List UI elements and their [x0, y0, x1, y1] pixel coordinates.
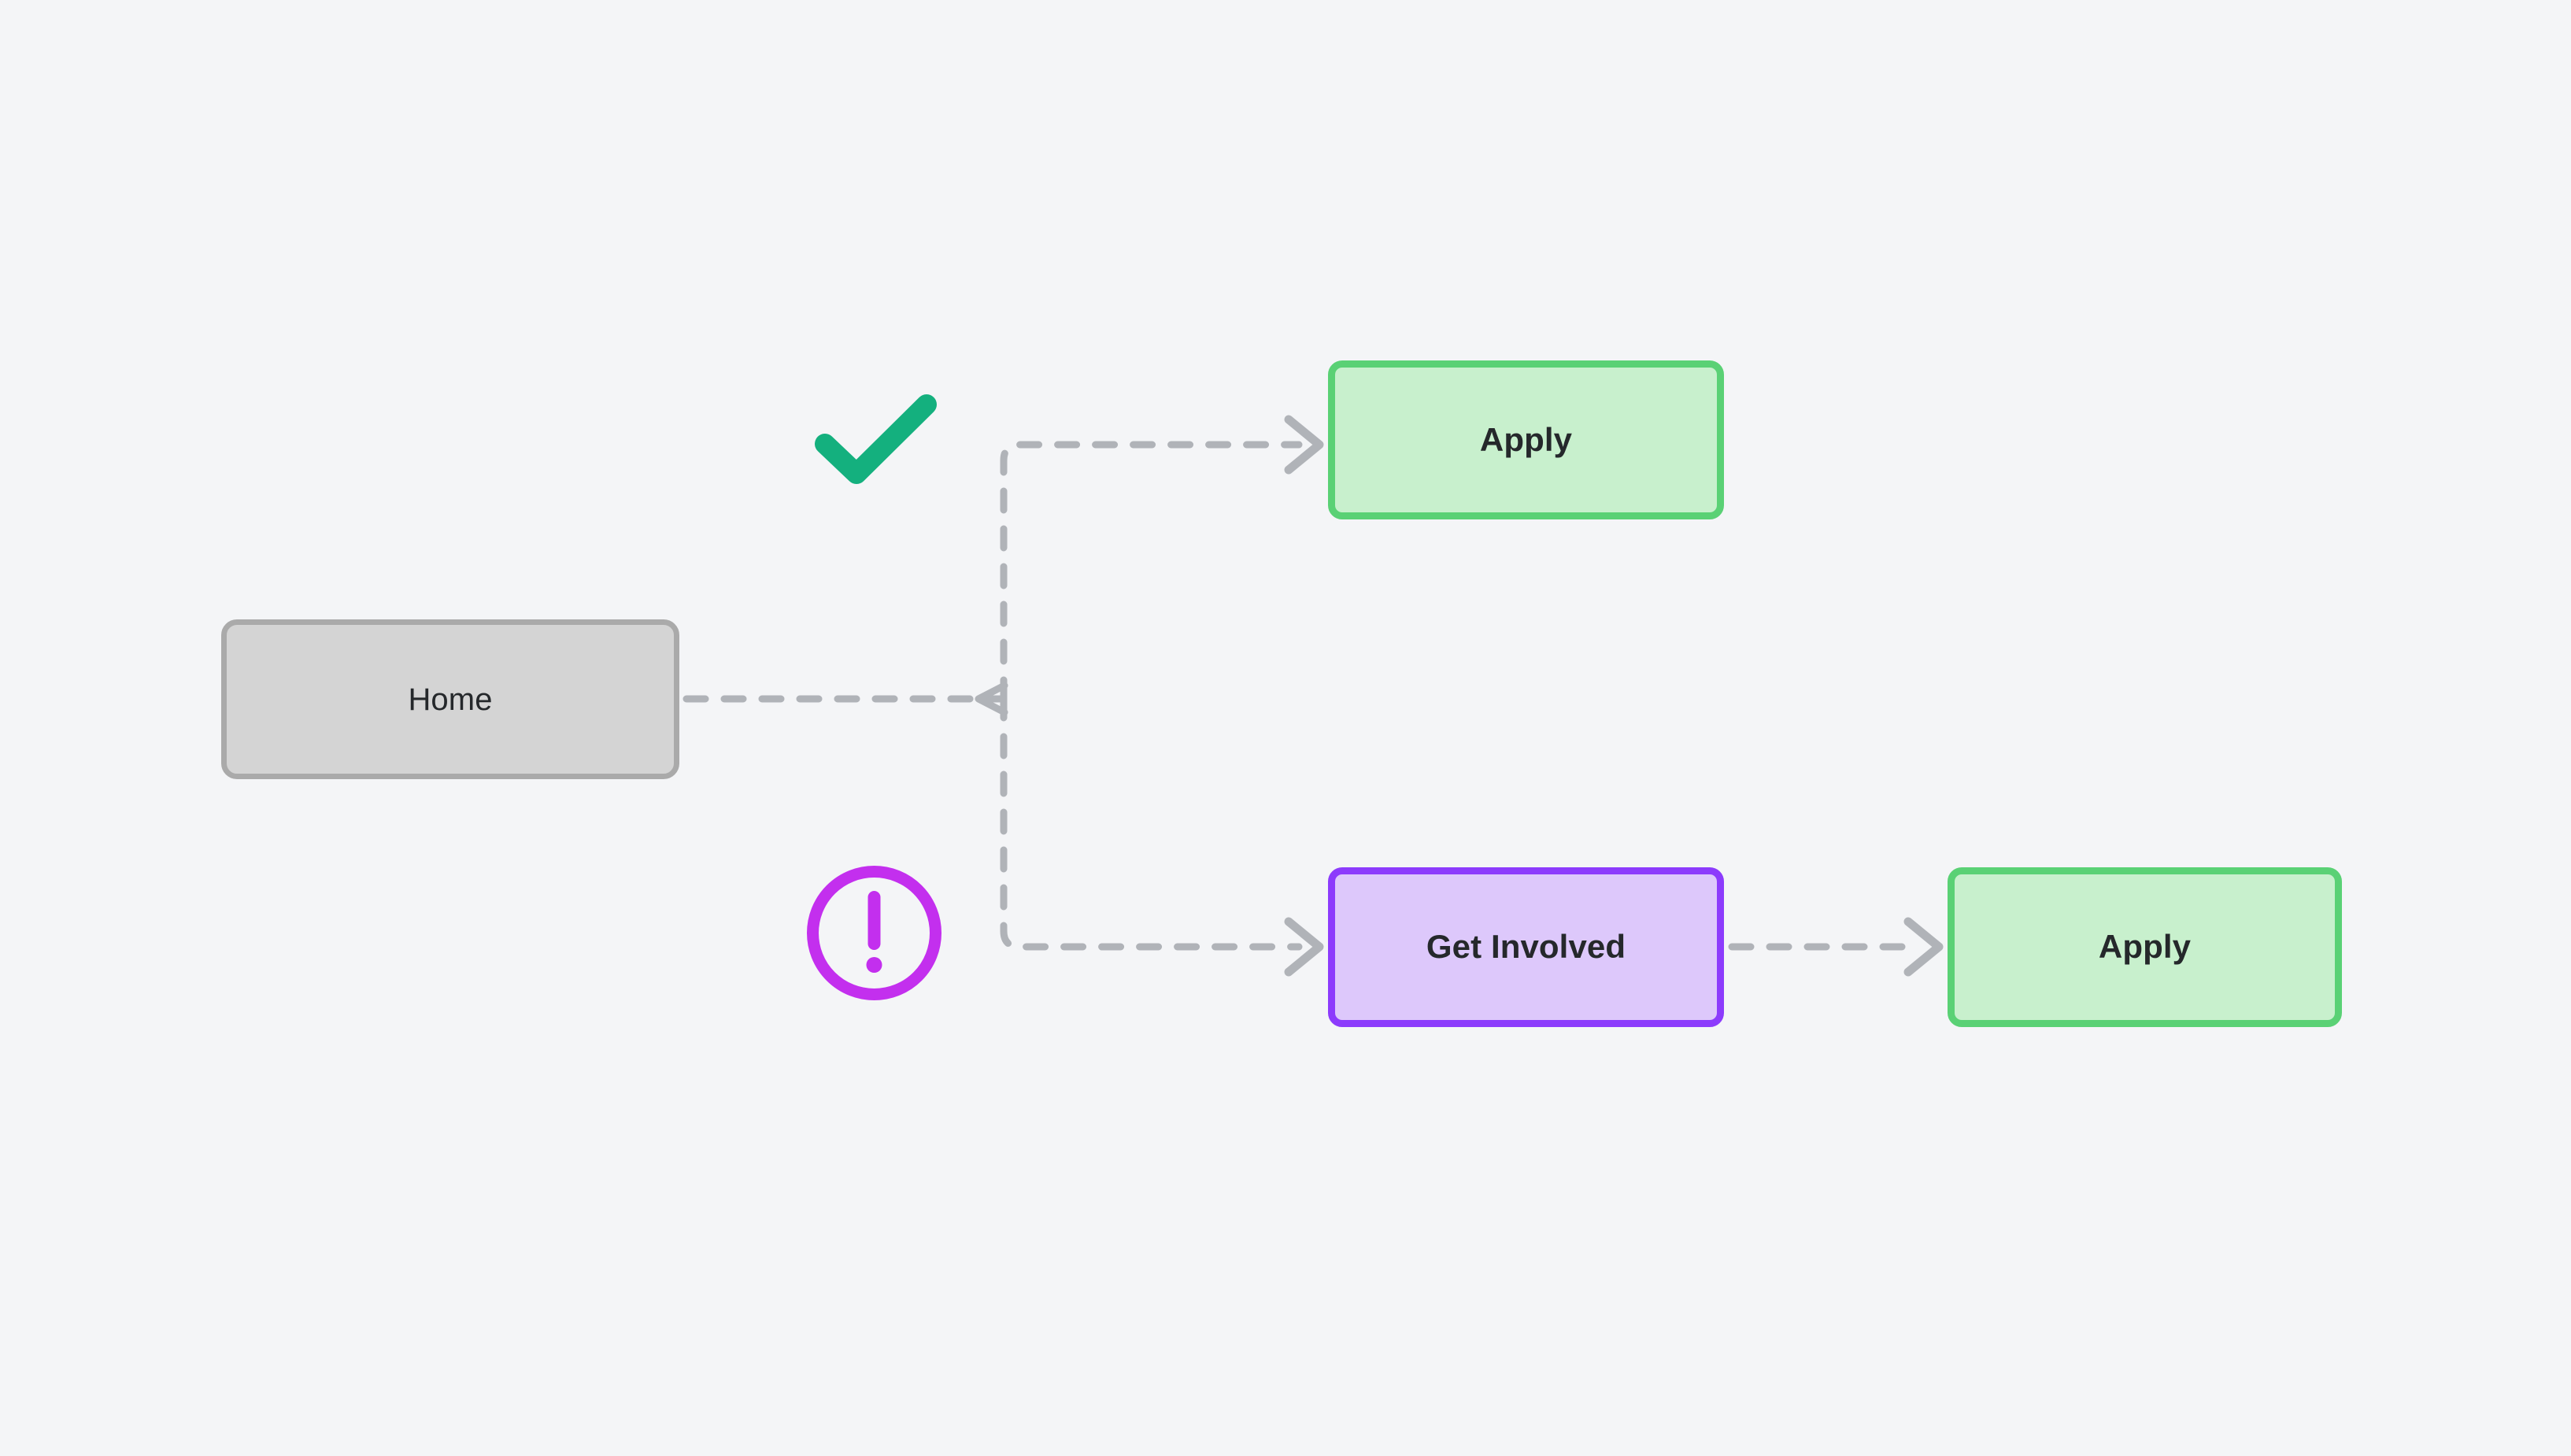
node-apply-top-label: Apply [1479, 420, 1573, 458]
edge-branch-to-apply-top [1000, 441, 1303, 703]
edge-branch-to-get-involved [1000, 695, 1303, 951]
arrowhead-apply-top-icon [1284, 415, 1324, 475]
node-apply-right-label: Apply [2098, 928, 2192, 966]
node-home[interactable]: Home [221, 619, 679, 779]
arrowhead-apply-right-icon [1903, 917, 1944, 977]
node-home-label: Home [408, 682, 493, 717]
node-apply-right[interactable]: Apply [1948, 867, 2342, 1027]
node-get-involved[interactable]: Get Involved [1328, 867, 1724, 1027]
edge-junction-arrow-icon [975, 682, 1008, 716]
check-icon [815, 394, 937, 484]
alert-circle-icon [807, 866, 941, 1000]
arrowhead-get-involved-icon [1284, 917, 1324, 977]
node-apply-top[interactable]: Apply [1328, 360, 1724, 519]
node-get-involved-label: Get Involved [1426, 928, 1626, 966]
